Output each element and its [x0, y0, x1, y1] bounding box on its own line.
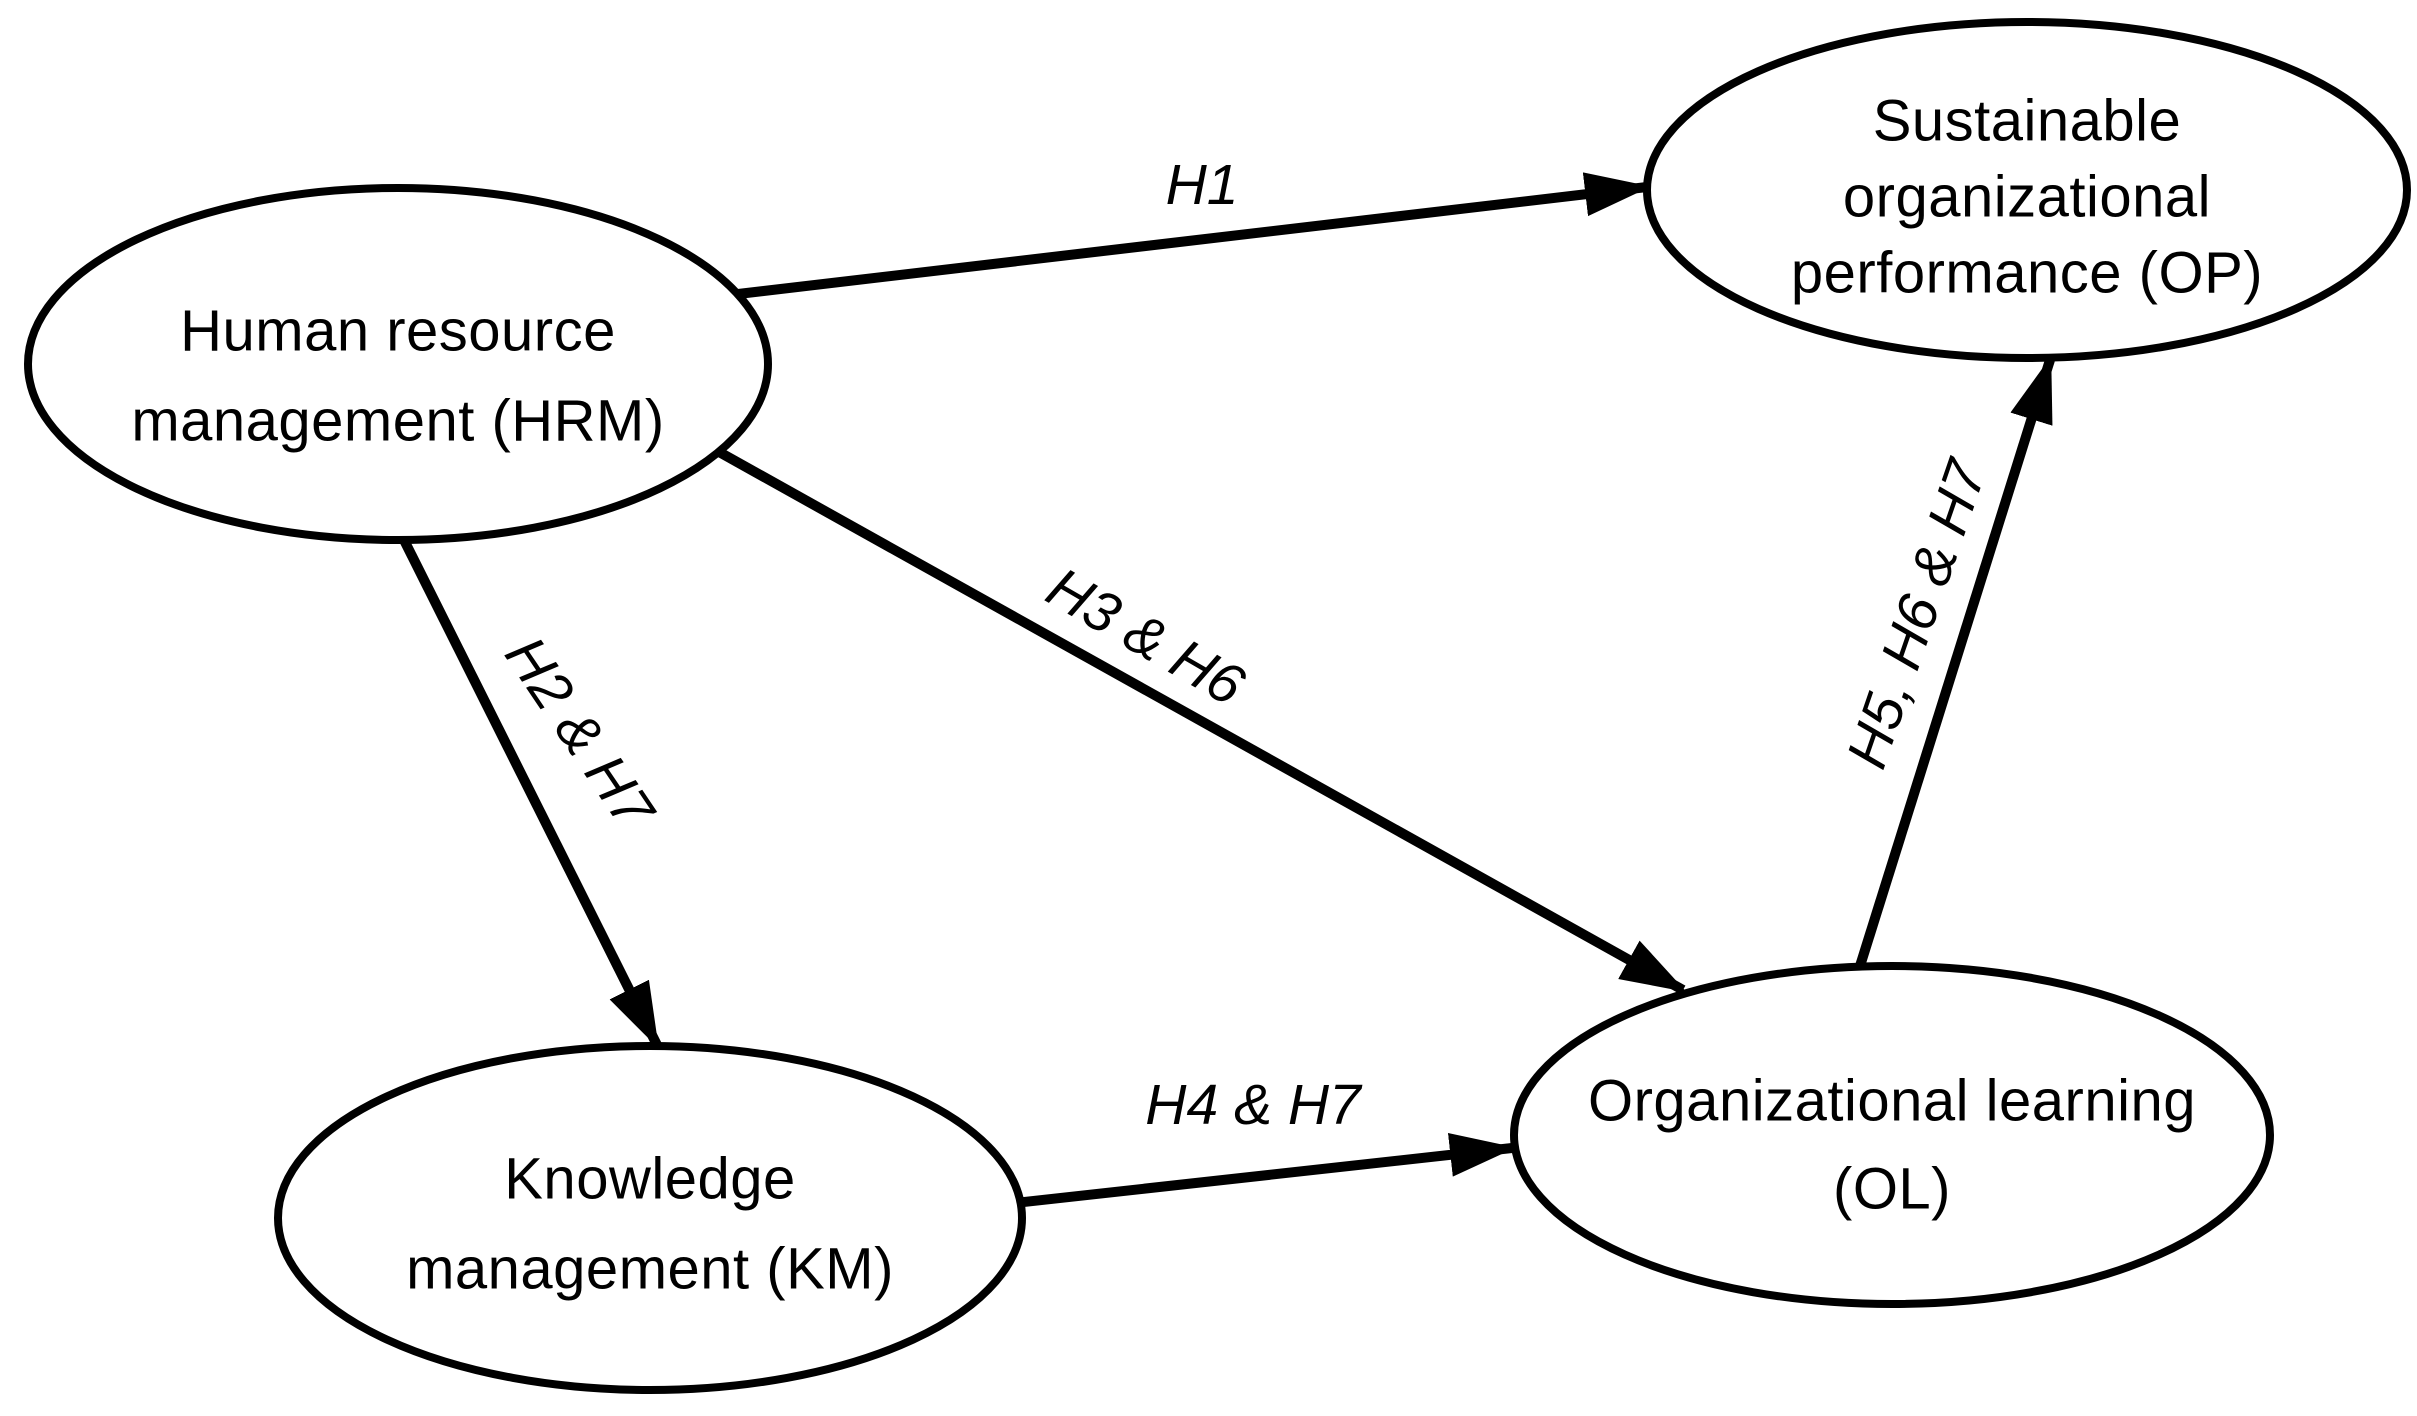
node-op-label-line3: performance (OP) — [1791, 240, 2263, 305]
node-ol-label-line2: (OL) — [1833, 1156, 1951, 1221]
node-op-label-line2: organizational — [1843, 164, 2211, 229]
node-km-ellipse — [274, 1042, 1026, 1394]
edge-label-h1: H1 — [1166, 153, 1239, 217]
node-hrm-ellipse — [24, 184, 772, 544]
node-ol: Organizational learning (OL) — [1510, 962, 2274, 1308]
node-ol-ellipse — [1510, 962, 2274, 1308]
node-op-label-line1: Sustainable — [1873, 88, 2182, 153]
edge-label-h4-h7: H4 & H7 — [1145, 1073, 1363, 1137]
node-hrm-label-line1: Human resource — [180, 298, 616, 363]
edge-km-to-ol-arrow — [1014, 1132, 1516, 1208]
edge-label-h2-h7: H2 & H7 — [492, 625, 667, 841]
edge-hrm-to-km-arrow — [398, 535, 662, 1049]
node-op: Sustainable organizational performance (… — [1643, 18, 2411, 362]
edge-hrm-to-ol-arrow — [709, 443, 1687, 995]
edges-layer — [398, 172, 2055, 1208]
node-km: Knowledge management (KM) — [274, 1042, 1026, 1394]
node-km-label-line1: Knowledge — [504, 1146, 796, 1211]
node-hrm-label-line2: management (HRM) — [131, 388, 664, 453]
nodes-layer: Human resource management (HRM) Sustaina… — [24, 18, 2411, 1394]
node-km-label-line2: management (KM) — [406, 1236, 894, 1301]
node-op-ellipse — [1643, 18, 2411, 362]
edge-ol-to-op-arrow — [1855, 356, 2055, 968]
node-hrm: Human resource management (HRM) — [24, 184, 772, 544]
edge-hrm-to-op-arrow — [737, 172, 1651, 299]
node-ol-label-line1: Organizational learning — [1588, 1068, 2196, 1133]
